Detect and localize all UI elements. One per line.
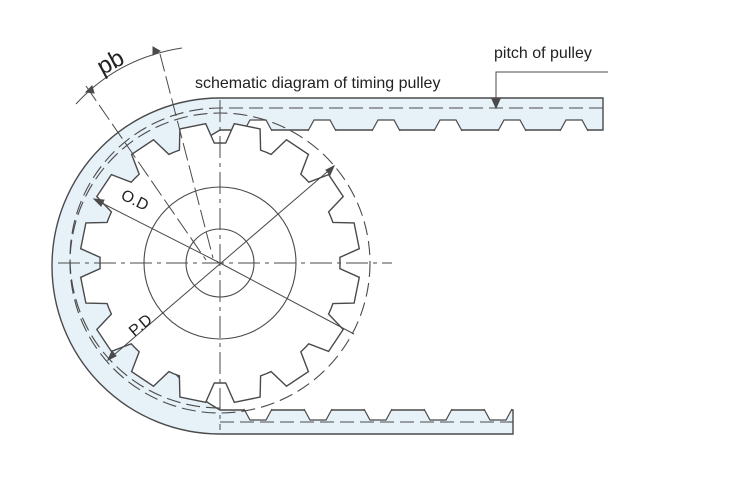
belt-notch: [307, 119, 337, 132]
pb-arc: [75, 47, 183, 105]
od-arrowhead: [92, 198, 105, 207]
belt-notch: [363, 408, 393, 421]
diagram-title: schematic diagram of timing pulley: [195, 75, 440, 92]
belt: [51, 97, 604, 435]
pd-arrowhead-left: [106, 350, 117, 362]
belt-notch: [371, 119, 401, 132]
pd-extension: [219, 262, 355, 335]
belt-notch: [433, 119, 463, 132]
pb-dimension: [75, 46, 214, 261]
center-lines: [58, 100, 392, 430]
pitch-label: pitch of pulley: [494, 45, 592, 62]
pb-arrow-left: [84, 85, 95, 94]
belt-notch: [423, 408, 453, 421]
belt-lower-teeth: [243, 408, 513, 421]
pb-ext-left: [85, 85, 207, 261]
diameter-lines: [92, 164, 355, 362]
pb-ext-right: [159, 53, 214, 259]
pitch-leader-line: [495, 71, 608, 104]
pb-label: pb: [92, 44, 128, 80]
pitch-leader: [491, 71, 608, 110]
pitch-leader-arrow: [491, 98, 501, 110]
pd-arrowhead-right: [325, 164, 336, 176]
belt-notch: [559, 119, 589, 132]
belt-notch: [243, 408, 273, 421]
belt-notch: [483, 408, 513, 421]
pb-arrow-right: [152, 46, 162, 56]
belt-notch: [303, 408, 333, 421]
belt-notch: [497, 119, 527, 132]
od-line: [93, 198, 221, 264]
